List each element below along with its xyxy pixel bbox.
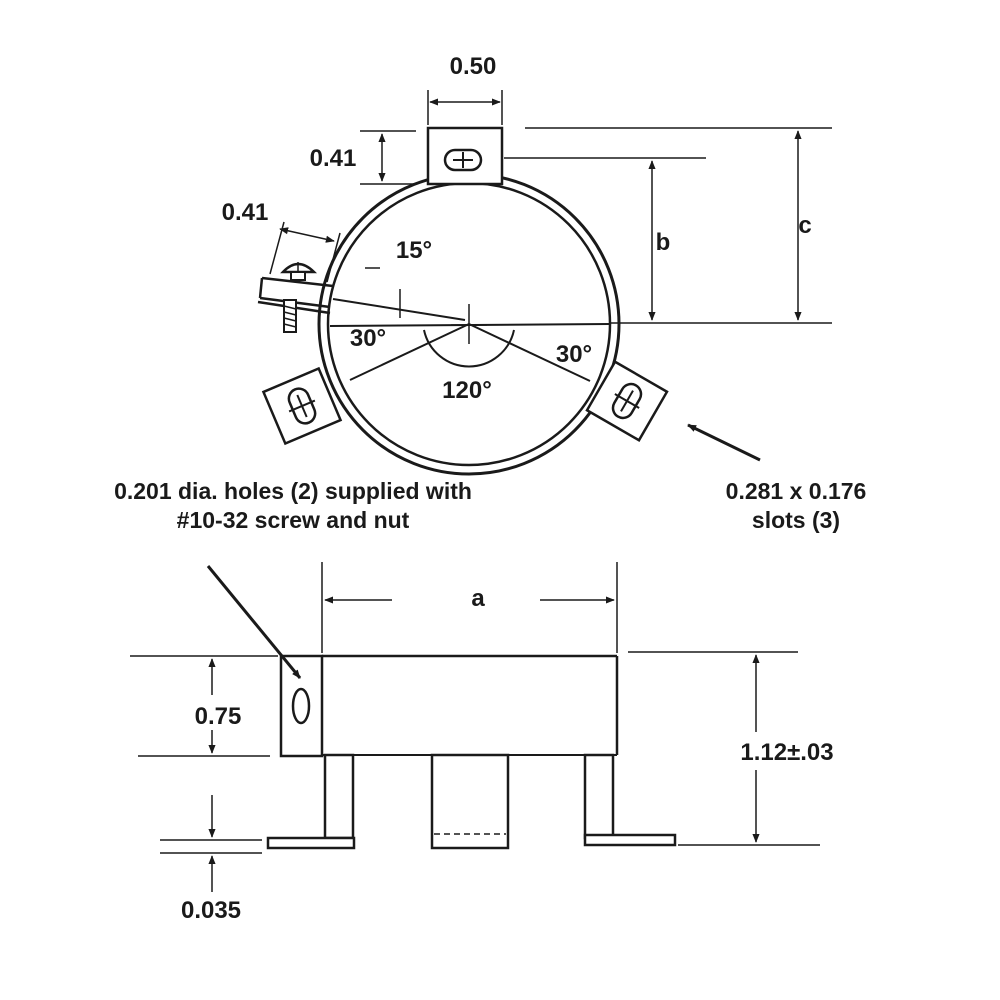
label-angle-right: 30°	[556, 341, 592, 368]
note-slots-line2: slots (3)	[752, 507, 840, 533]
note-slots-line1: 0.281 x 0.176	[726, 478, 867, 504]
top-view	[257, 90, 832, 476]
label-angle-left: 30°	[350, 325, 386, 352]
label-tab-width: 0.50	[450, 53, 497, 80]
dim-a	[321, 562, 618, 653]
top-tab	[426, 126, 504, 186]
right-tab	[585, 360, 669, 442]
dim-b	[504, 157, 832, 324]
screw-hole	[291, 687, 311, 725]
dim-clamp-width	[269, 221, 341, 283]
dim-flange-height	[130, 655, 278, 757]
dim-tab-width	[427, 90, 503, 125]
label-angle-bottom: 120°	[442, 377, 492, 404]
side-view	[130, 562, 820, 892]
clamp-screw	[257, 262, 334, 333]
slots-leader	[687, 423, 761, 462]
label-flange-height: 0.75	[195, 703, 242, 730]
dim-overall-height	[628, 651, 820, 846]
note-holes-line2: #10-32 screw and nut	[177, 507, 410, 533]
dim-thickness	[160, 795, 262, 892]
top-tab-slot	[443, 148, 483, 172]
label-b: b	[656, 229, 671, 256]
angle-construction	[329, 267, 611, 382]
labels: 0.50 0.41 0.41 b c 15° 30° 30° 120° 0.20…	[114, 53, 866, 924]
left-tab	[261, 366, 343, 446]
holes-leader	[206, 565, 302, 679]
note-holes-line1: 0.201 dia. holes (2) supplied with	[114, 478, 472, 504]
label-c: c	[798, 212, 811, 239]
label-clamp-width: 0.41	[222, 199, 269, 226]
label-tab-height: 0.41	[310, 145, 357, 172]
dim-tab-height	[360, 130, 416, 185]
label-thickness: 0.035	[181, 897, 241, 924]
label-a: a	[471, 585, 485, 612]
dim-c	[525, 127, 832, 321]
label-angle-top: 15°	[396, 237, 432, 264]
side-body	[266, 654, 677, 850]
label-overall-height: 1.12±.03	[740, 739, 833, 766]
